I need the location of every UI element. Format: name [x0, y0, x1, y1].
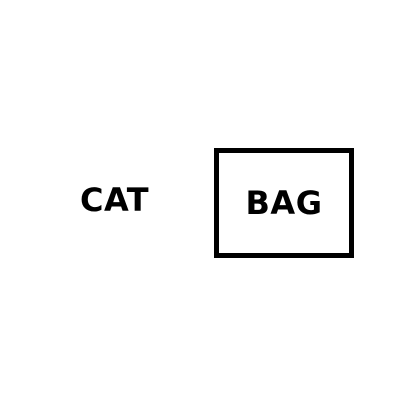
- word-option-bag-box[interactable]: BAG: [214, 148, 354, 258]
- word-option-cat[interactable]: CAT: [80, 181, 150, 219]
- word-option-bag: BAG: [245, 184, 323, 222]
